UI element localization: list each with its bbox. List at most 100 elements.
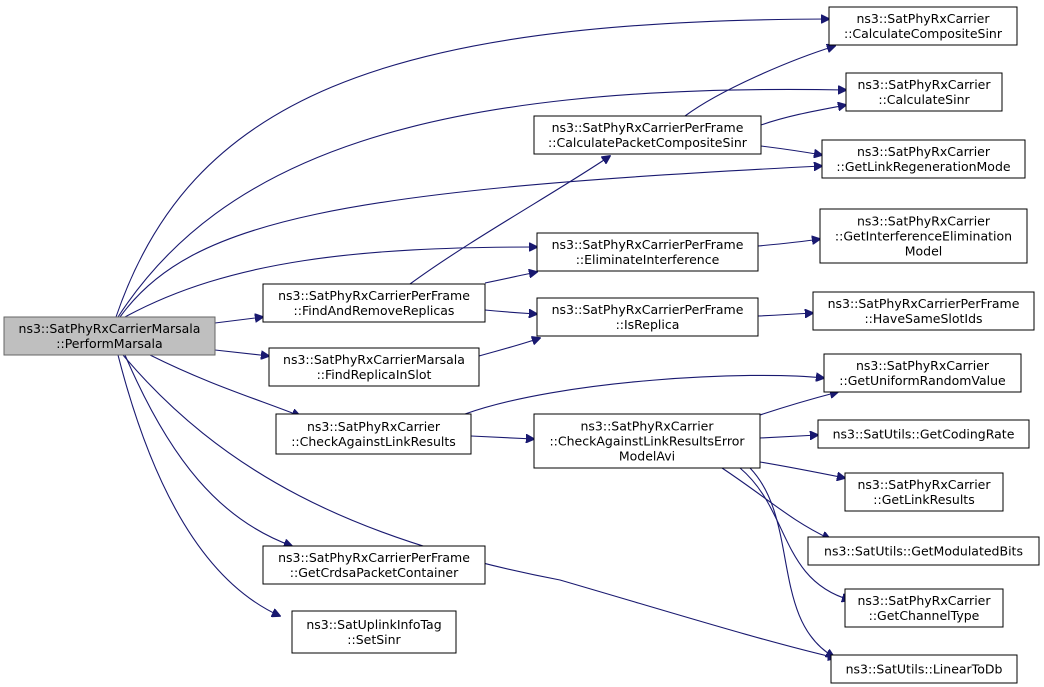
- edge-root-to-get-link-regeneration-mode: [119, 166, 822, 318]
- node-box: [536, 297, 759, 337]
- node-find-and-remove-replicas[interactable]: ns3::SatPhyRxCarrierPerFrame::FindAndRem…: [262, 283, 486, 323]
- node-have-same-slot-ids[interactable]: ns3::SatPhyRxCarrierPerFrame::HaveSameSl…: [812, 291, 1035, 331]
- node-label-line: Model: [905, 244, 943, 259]
- node-label-line: ::GetChannelType: [869, 608, 980, 623]
- node-box: [262, 545, 486, 585]
- node-box: [812, 291, 1035, 331]
- node-linear-to-db[interactable]: ns3::SatUtils::LinearToDb: [830, 654, 1018, 684]
- edge-find-and-remove-replicas-to-is-replica: [484, 310, 537, 314]
- node-label-line: ns3::SatPhyRxCarrierPerFrame: [552, 237, 744, 252]
- edge-root-to-get-crdsa-packet-container: [124, 354, 292, 546]
- edge-find-and-remove-replicas-to-calc-packet-composite-sinr: [409, 156, 610, 285]
- node-check-against-link-results-error-model-avi[interactable]: ns3::SatPhyRxCarrier::CheckAgainstLinkRe…: [533, 413, 761, 469]
- edge-root-to-linear-to-db: [122, 354, 836, 658]
- node-label-line: ::GetUniformRandomValue: [839, 373, 1006, 388]
- node-label-line: ns3::SatUtils::GetCodingRate: [833, 427, 1015, 442]
- node-label-line: ::CheckAgainstLinkResults: [291, 434, 456, 449]
- edge-check-against-link-results-error-model-avi-to-linear-to-db: [749, 467, 834, 657]
- node-label-line: ::IsReplica: [616, 317, 680, 332]
- node-box: [845, 72, 1003, 112]
- node-label-line: ::CalculateCompositeSinr: [844, 26, 1003, 41]
- edge-is-replica-to-have-same-slot-ids: [757, 313, 813, 316]
- node-label-line: ns3::SatPhyRxCarrier: [581, 419, 715, 434]
- node-calc-sinr[interactable]: ns3::SatPhyRxCarrier::CalculateSinr: [845, 72, 1003, 112]
- node-box: [844, 588, 1004, 628]
- node-box: [844, 472, 1004, 512]
- node-is-replica[interactable]: ns3::SatPhyRxCarrierPerFrame::IsReplica: [536, 297, 759, 337]
- node-label-line: ns3::SatPhyRxCarrierPerFrame: [828, 296, 1020, 311]
- edge-check-against-link-results-to-check-against-link-results-error-model-avi: [470, 436, 534, 439]
- node-box: [828, 6, 1018, 46]
- edge-check-against-link-results-error-model-avi-to-get-channel-type: [739, 467, 850, 600]
- edge-check-against-link-results-error-model-avi-to-get-link-results: [759, 461, 845, 478]
- node-label-line: ns3::SatUplinkInfoTag: [306, 617, 441, 632]
- node-label-line: ns3::SatPhyRxCarrier: [858, 477, 992, 492]
- node-label-line: ns3::SatPhyRxCarrierPerFrame: [278, 550, 470, 565]
- node-label-line: ns3::SatPhyRxCarrierMarsala: [283, 352, 465, 367]
- node-label-line: ns3::SatPhyRxCarrier: [858, 593, 992, 608]
- node-label-line: ::CalculatePacketCompositeSinr: [548, 135, 748, 150]
- node-get-modulated-bits[interactable]: ns3::SatUtils::GetModulatedBits: [807, 536, 1040, 566]
- node-box: [817, 419, 1030, 449]
- edge-root-to-find-replica-in-slot: [214, 349, 269, 356]
- node-label-line: ns3::SatUtils::GetModulatedBits: [824, 544, 1023, 559]
- function-nodes: ns3::SatPhyRxCarrierMarsala::PerformMars…: [3, 6, 1040, 684]
- node-get-link-results[interactable]: ns3::SatPhyRxCarrier::GetLinkResults: [844, 472, 1004, 512]
- node-get-channel-type[interactable]: ns3::SatPhyRxCarrier::GetChannelType: [844, 588, 1004, 628]
- node-label-line: ns3::SatPhyRxCarrier: [857, 214, 991, 229]
- edge-root-to-check-against-link-results: [149, 354, 300, 416]
- node-get-coding-rate[interactable]: ns3::SatUtils::GetCodingRate: [817, 419, 1030, 449]
- node-get-uniform-random-value[interactable]: ns3::SatPhyRxCarrier::GetUniformRandomVa…: [823, 353, 1022, 393]
- node-label-line: ::FindReplicaInSlot: [317, 367, 432, 382]
- node-box: [536, 232, 759, 272]
- node-label-line: ::GetCrdsaPacketContainer: [290, 565, 459, 580]
- node-get-interference-elimination-model[interactable]: ns3::SatPhyRxCarrier::GetInterferenceEli…: [819, 208, 1028, 264]
- edge-check-against-link-results-error-model-avi-to-get-uniform-random-value: [759, 392, 838, 416]
- edge-root-to-calc-composite-sinr: [115, 19, 829, 318]
- node-label-line: ns3::SatPhyRxCarrier: [857, 144, 991, 159]
- node-box: [830, 654, 1018, 684]
- node-label-line: ::SetSinr: [347, 632, 401, 647]
- node-set-sinr[interactable]: ns3::SatUplinkInfoTag::SetSinr: [291, 610, 457, 654]
- node-check-against-link-results[interactable]: ns3::SatPhyRxCarrier::CheckAgainstLinkRe…: [275, 413, 472, 455]
- node-label-line: ModelAvi: [619, 449, 675, 464]
- node-calc-packet-composite-sinr[interactable]: ns3::SatPhyRxCarrierPerFrame::CalculateP…: [533, 115, 762, 155]
- node-label-line: ns3::SatPhyRxCarrier: [307, 419, 441, 434]
- node-label-line: ns3::SatPhyRxCarrier: [857, 11, 991, 26]
- edge-find-and-remove-replicas-to-eliminate-interference: [484, 272, 537, 284]
- node-label-line: ::HaveSameSlotIds: [864, 311, 982, 326]
- edge-root-to-calc-sinr: [117, 89, 846, 318]
- node-eliminate-interference[interactable]: ns3::SatPhyRxCarrierPerFrame::EliminateI…: [536, 232, 759, 272]
- node-label-line: ::CheckAgainstLinkResultsError: [549, 434, 745, 449]
- edge-check-against-link-results-to-get-uniform-random-value: [464, 375, 824, 415]
- node-label-line: ns3::SatPhyRxCarrierMarsala: [19, 321, 201, 336]
- edge-check-against-link-results-error-model-avi-to-get-coding-rate: [759, 435, 818, 438]
- node-box: [275, 413, 472, 455]
- edge-root-to-eliminate-interference: [124, 247, 537, 318]
- node-label-line: ::EliminateInterference: [576, 252, 720, 267]
- edge-check-against-link-results-error-model-avi-to-get-modulated-bits: [721, 467, 830, 539]
- node-root: ns3::SatPhyRxCarrierMarsala::PerformMars…: [3, 316, 216, 356]
- node-label-line: ns3::SatUtils::LinearToDb: [846, 662, 1003, 677]
- call-edges: [115, 19, 850, 658]
- node-find-replica-in-slot[interactable]: ns3::SatPhyRxCarrierMarsala::FindReplica…: [268, 347, 480, 387]
- node-label-line: ::PerformMarsala: [56, 336, 162, 351]
- node-box: [262, 283, 486, 323]
- edge-root-to-set-sinr: [117, 354, 280, 616]
- node-label-line: ::GetInterferenceElimination: [835, 229, 1012, 244]
- node-box: [291, 610, 457, 654]
- node-box: [533, 115, 762, 155]
- node-box: [807, 536, 1040, 566]
- edge-find-replica-in-slot-to-is-replica: [478, 338, 540, 357]
- node-label-line: ns3::SatPhyRxCarrierPerFrame: [278, 288, 470, 303]
- node-calc-composite-sinr[interactable]: ns3::SatPhyRxCarrier::CalculateComposite…: [828, 6, 1018, 46]
- node-label-line: ns3::SatPhyRxCarrier: [858, 77, 992, 92]
- edge-calc-packet-composite-sinr-to-calc-composite-sinr: [684, 46, 835, 117]
- node-get-link-regeneration-mode[interactable]: ns3::SatPhyRxCarrier::GetLinkRegeneratio…: [821, 139, 1026, 179]
- node-label-line: ::CalculateSinr: [878, 92, 970, 107]
- node-box: [533, 413, 761, 469]
- node-label-line: ::FindAndRemoveReplicas: [294, 303, 455, 318]
- node-get-crdsa-packet-container[interactable]: ns3::SatPhyRxCarrierPerFrame::GetCrdsaPa…: [262, 545, 486, 585]
- edge-eliminate-interference-to-get-interference-elimination-model: [757, 239, 820, 247]
